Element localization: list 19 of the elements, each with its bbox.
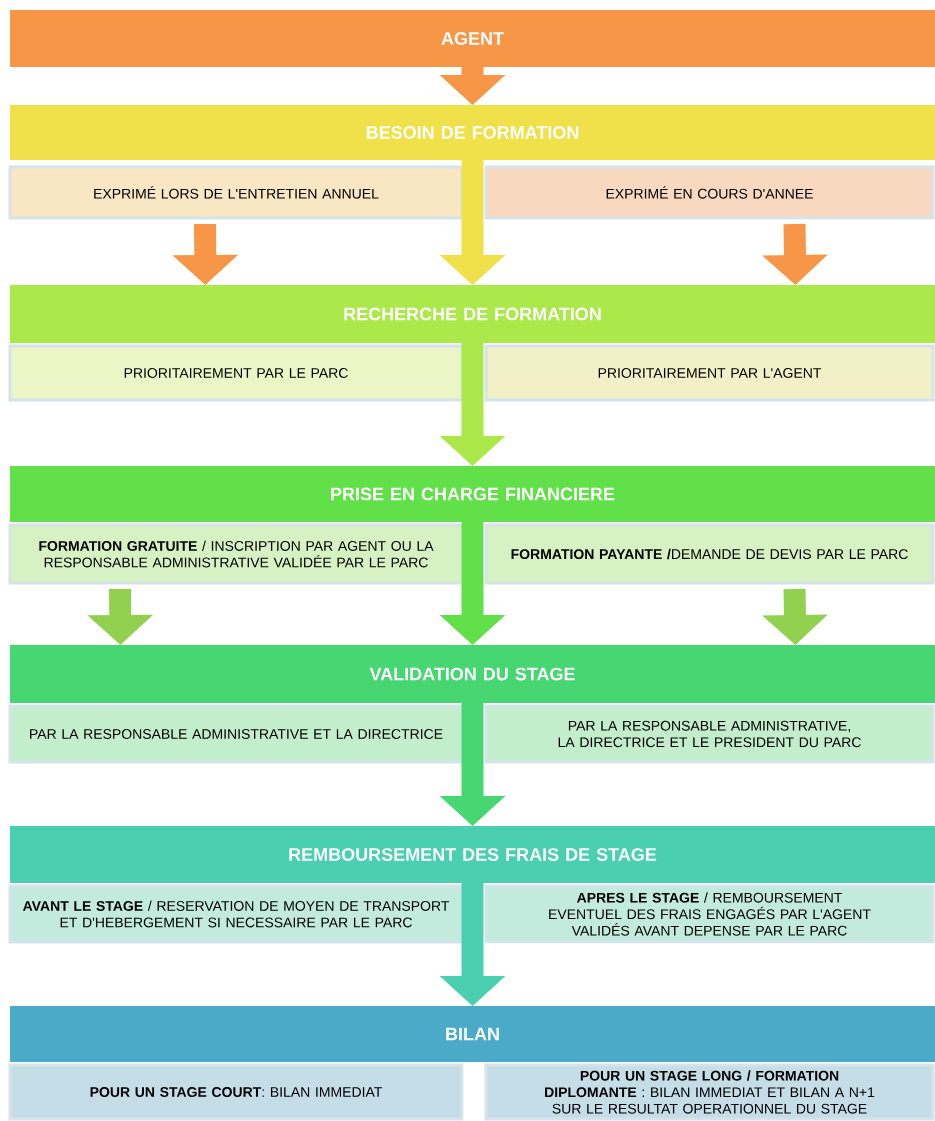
header-band: PRISE EN CHARGE FINANCIERE (10, 466, 935, 522)
text-box: APRES LE STAGE / REMBOURSEMENT EVENTUEL DES FRAIS ENGAGÉS PAR L'AGENT VALIDÉS AVANT DEPENSE PAR LE PARC (484, 884, 935, 944)
header-band: BILAN (10, 1006, 935, 1062)
text-box: POUR UN STAGE COURT: BILAN IMMEDIAT (8, 1063, 464, 1121)
header-band: AGENT (10, 10, 935, 67)
text-box: POUR UN STAGE LONG / FORMATION DIPLOMANTE : BILAN IMMEDIAT ET BILAN A N+1 SUR LE RESULTAT OPERATIONNEL DU STAGE (484, 1063, 935, 1121)
header-band: RECHERCHE DE FORMATION (10, 285, 935, 343)
text-box: FORMATION PAYANTE /DEMANDE DE DEVIS PAR LE PARC (484, 523, 935, 585)
text-box: PRIORITAIREMENT PAR LE PARC (8, 344, 464, 402)
header-band: BESOIN DE FORMATION (10, 105, 935, 160)
header-band: VALIDATION DU STAGE (10, 645, 935, 703)
text-box: AVANT LE STAGE / RESERVATION DE MOYEN DE TRANSPORT ET D'HEBERGEMENT SI NECESSAIRE PAR LE PARC (8, 884, 464, 944)
text-box: PAR LA RESPONSABLE ADMINISTRATIVE ET LA DIRECTRICE (8, 704, 464, 764)
text-box: EXPRIMÉ EN COURS D'ANNEE (484, 165, 935, 220)
text-box: PAR LA RESPONSABLE ADMINISTRATIVE, LA DIRECTRICE ET LE PRESIDENT DU PARC (484, 704, 935, 764)
text-box: PRIORITAIREMENT PAR L'AGENT (484, 344, 935, 402)
text-box: EXPRIMÉ LORS DE L'ENTRETIEN ANNUEL (8, 165, 464, 220)
text-box: FORMATION GRATUITE / INSCRIPTION PAR AGENT OU LA RESPONSABLE ADMINISTRATIVE VALIDÉE PAR LE PARC (8, 523, 464, 585)
header-band: REMBOURSEMENT DES FRAIS DE STAGE (10, 826, 935, 883)
